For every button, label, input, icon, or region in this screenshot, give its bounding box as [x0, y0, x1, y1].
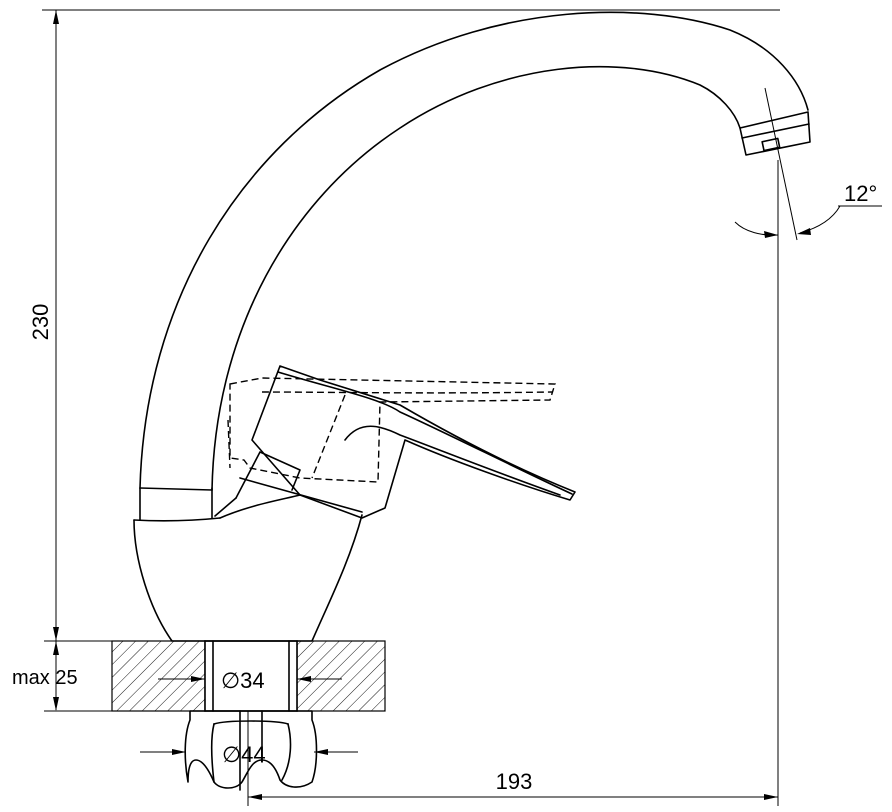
hole-diameter-value: ∅34: [221, 668, 265, 693]
angle-dimension: 12°: [734, 87, 882, 241]
angle-value: 12°: [844, 181, 877, 206]
thickness-value: max 25: [12, 667, 78, 689]
nut-diameter-value: ∅44: [222, 742, 266, 767]
reach-value: 193: [496, 769, 533, 794]
thickness-dimension: max 25: [12, 640, 112, 712]
nut-diameter-dimension: ∅44: [140, 742, 358, 767]
lever-handle: [214, 365, 576, 519]
hole-diameter-dimension: ∅34: [158, 668, 342, 693]
height-dimension: 230: [28, 9, 780, 710]
mounting-nut: [184, 710, 318, 791]
faucet-base: [133, 487, 363, 642]
spout: [139, 11, 811, 491]
countertop-left-hatch: [111, 640, 206, 712]
countertop-right-hatch: [296, 640, 386, 712]
height-value: 230: [28, 304, 53, 341]
lever-handle-alternate-position: [227, 377, 556, 483]
reach-dimension: 193: [247, 160, 779, 806]
